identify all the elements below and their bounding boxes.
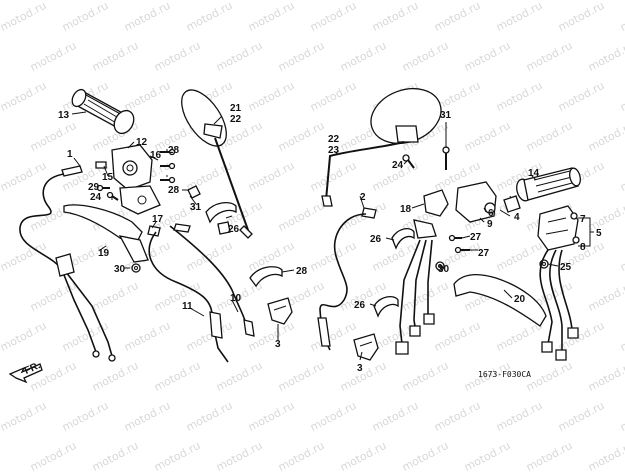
throttle-grip — [71, 88, 135, 135]
part-label-24a: 24 — [90, 192, 102, 203]
part-label-26b: 26 — [370, 234, 382, 245]
cable-clamp-lower — [373, 295, 399, 318]
right-handlebar-switch — [537, 205, 580, 251]
right-lever — [453, 273, 547, 327]
direction-label: FR. — [23, 360, 42, 377]
part-label-21: 21 — [230, 103, 242, 114]
part-label-19: 19 — [98, 248, 110, 259]
part-label-18: 18 — [400, 204, 412, 215]
part-label-31b: 31 — [440, 110, 452, 121]
part-label-5: 5 — [596, 228, 602, 239]
diagram-code: 1673-F030CA — [478, 370, 531, 379]
part-label-26c: 26 — [354, 300, 366, 311]
part-label-28b: 28 — [168, 185, 180, 196]
part-label-22b: 22 — [328, 134, 340, 145]
part-label-4: 4 — [514, 212, 520, 223]
part-label-30b: 30 — [438, 264, 450, 275]
part-label-23: 23 — [328, 145, 340, 156]
cable-clamp-right — [391, 227, 415, 250]
part-label-16: 16 — [150, 150, 162, 161]
part-label-11: 11 — [182, 301, 193, 312]
clip-left — [267, 297, 293, 325]
throttle-housing — [111, 144, 161, 215]
part-label-26a: 26 — [228, 224, 240, 235]
part-label-9: 9 — [487, 219, 493, 230]
part-label-2: 2 — [360, 192, 366, 203]
part-labels: 1 2 3 3 4 5 6 7 8 9 10 11 12 13 14 15 16… — [23, 103, 602, 379]
cable-clamp-upper — [205, 201, 237, 235]
part-label-13: 13 — [58, 110, 70, 121]
part-label-3a: 3 — [275, 339, 281, 350]
right-grip — [503, 167, 581, 213]
leader-lines — [71, 111, 594, 361]
part-label-12: 12 — [136, 137, 148, 148]
left-cable — [19, 165, 116, 362]
part-label-15: 15 — [102, 172, 114, 183]
clip-right — [353, 333, 379, 361]
part-label-3b: 3 — [357, 363, 363, 374]
part-label-6: 6 — [488, 208, 494, 219]
part-label-10: 10 — [230, 293, 242, 304]
part-label-20: 20 — [514, 294, 526, 305]
left-lever — [63, 204, 149, 263]
left-nut — [131, 263, 141, 273]
part-label-30a: 30 — [114, 264, 126, 275]
part-label-8: 8 — [580, 242, 586, 253]
part-label-24b: 24 — [392, 160, 404, 171]
part-label-27a: 27 — [470, 232, 482, 243]
front-direction-arrow — [8, 363, 43, 384]
part-label-28c: 28 — [296, 266, 308, 277]
part-label-7: 7 — [580, 214, 586, 225]
right-screws — [402, 146, 450, 170]
right-mirror — [321, 87, 442, 207]
right-switch-wires — [539, 249, 579, 361]
part-label-29: 29 — [88, 182, 100, 193]
part-label-14: 14 — [528, 168, 540, 179]
part-label-31a: 31 — [190, 202, 202, 213]
left-mirror — [181, 89, 253, 239]
cable-clamp-middle — [249, 266, 283, 288]
part-label-1: 1 — [67, 149, 73, 160]
part-label-28a: 28 — [168, 145, 180, 156]
part-label-22a: 22 — [230, 114, 242, 125]
right-small-parts — [435, 234, 470, 271]
part-label-27b: 27 — [478, 248, 490, 259]
left-screws — [95, 148, 201, 201]
center-cables — [147, 223, 255, 363]
part-label-25: 25 — [560, 262, 572, 273]
part-label-17: 17 — [152, 214, 164, 225]
right-cable — [317, 207, 377, 351]
